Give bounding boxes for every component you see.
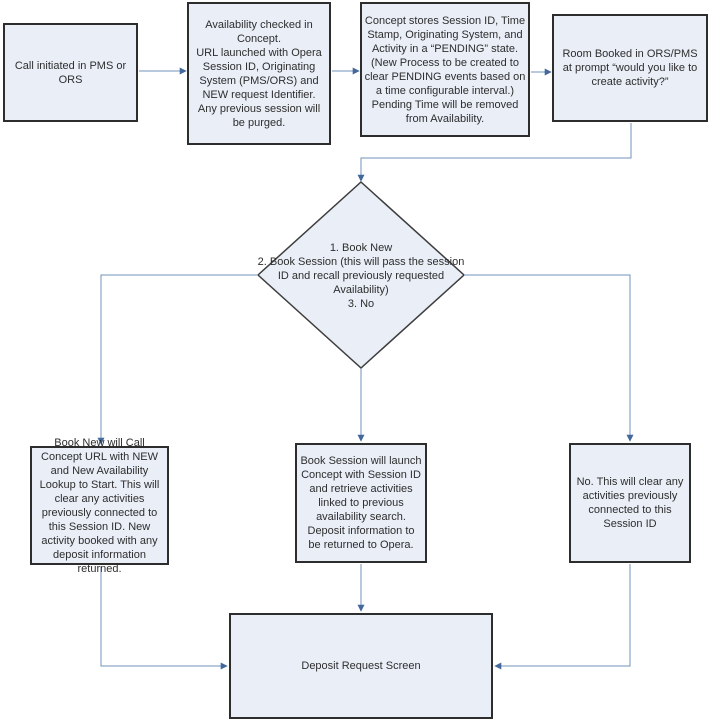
- connector-book-new-to-deposit: [100, 566, 228, 670]
- node-concept-stores: Concept stores Session ID, Time Stamp, O…: [360, 2, 530, 137]
- node-call-initiated: Call initiated in PMS or ORS: [3, 23, 138, 122]
- node-availability-checked: Availability checked in Concept. URL lau…: [187, 2, 331, 145]
- node-deposit-request: Deposit Request Screen: [229, 613, 493, 719]
- node-room-booked: Room Booked in ORS/PMS at prompt “would …: [552, 14, 708, 122]
- decision-diamond-shape: [256, 180, 466, 370]
- connector-no-to-deposit: [494, 564, 631, 670]
- node-book-new: Book New will Call Concept URL with NEW …: [30, 437, 169, 575]
- decision-book-options-label: 1. Book New 2. Book Session (this will p…: [257, 242, 465, 310]
- connector-decision-to-book-new: [97, 274, 258, 445]
- connector-decision-to-no: [464, 274, 634, 442]
- node-book-session: Book Session will launch Concept with Se…: [295, 443, 427, 563]
- connector-room-to-decision: [357, 123, 632, 182]
- node-no-clear: No. This will clear any activities previ…: [569, 443, 691, 563]
